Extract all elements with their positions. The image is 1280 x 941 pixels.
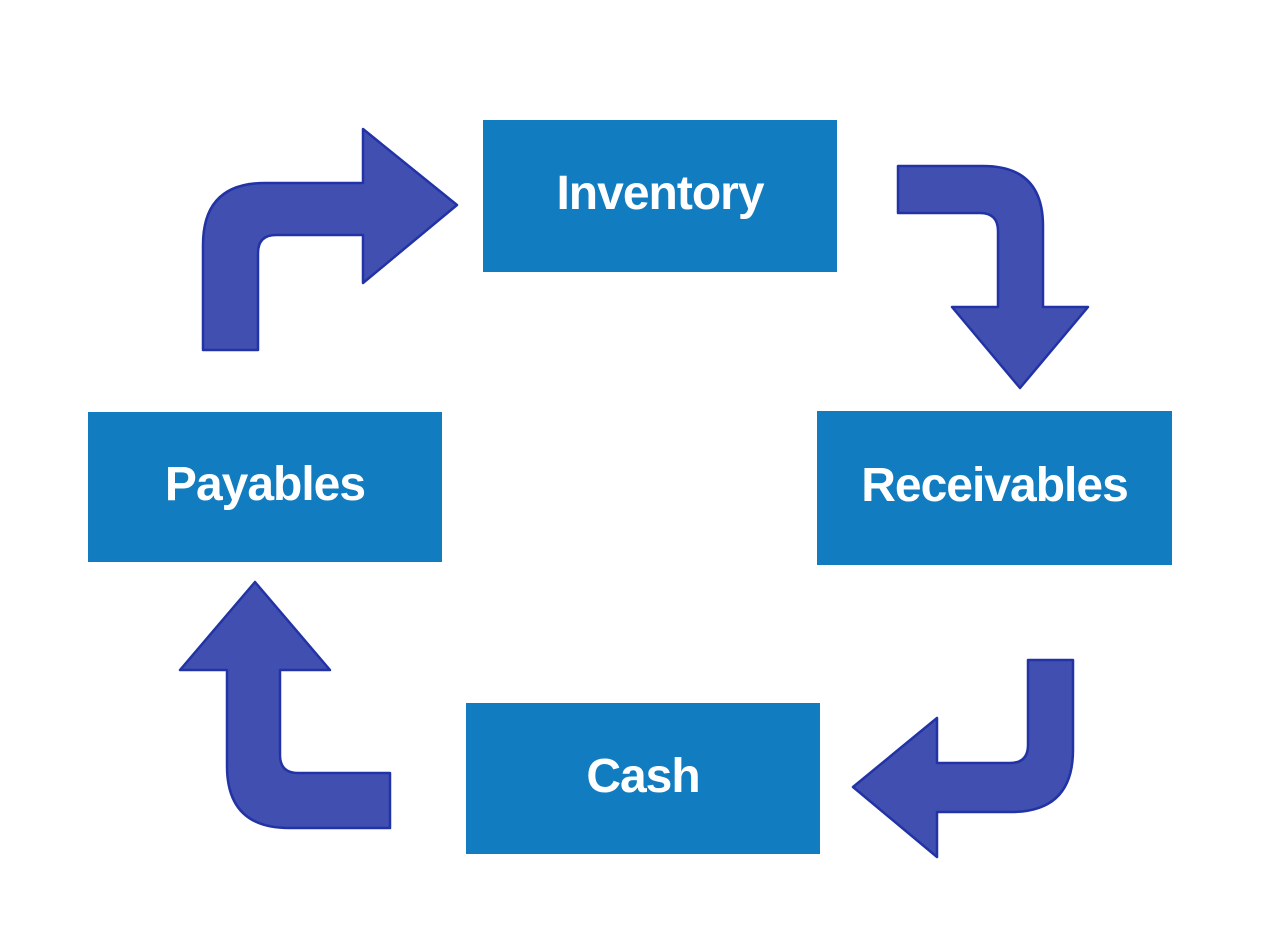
node-inventory: Inventory [483, 120, 837, 272]
arrow-inventory-to-receivables-icon [896, 164, 1090, 390]
arrow-cash-to-payables-icon [178, 580, 392, 830]
arrow-payables-to-inventory-icon [201, 127, 459, 352]
node-cash: Cash [466, 703, 820, 854]
node-payables-label: Payables [164, 458, 366, 511]
arrow-receivables-to-cash-icon [851, 658, 1075, 859]
node-receivables: Receivables [817, 411, 1172, 565]
node-receivables-label: Receivables [861, 459, 1129, 512]
node-payables: Payables [88, 412, 442, 562]
node-inventory-label: Inventory [556, 167, 764, 220]
node-cash-label: Cash [586, 749, 700, 803]
